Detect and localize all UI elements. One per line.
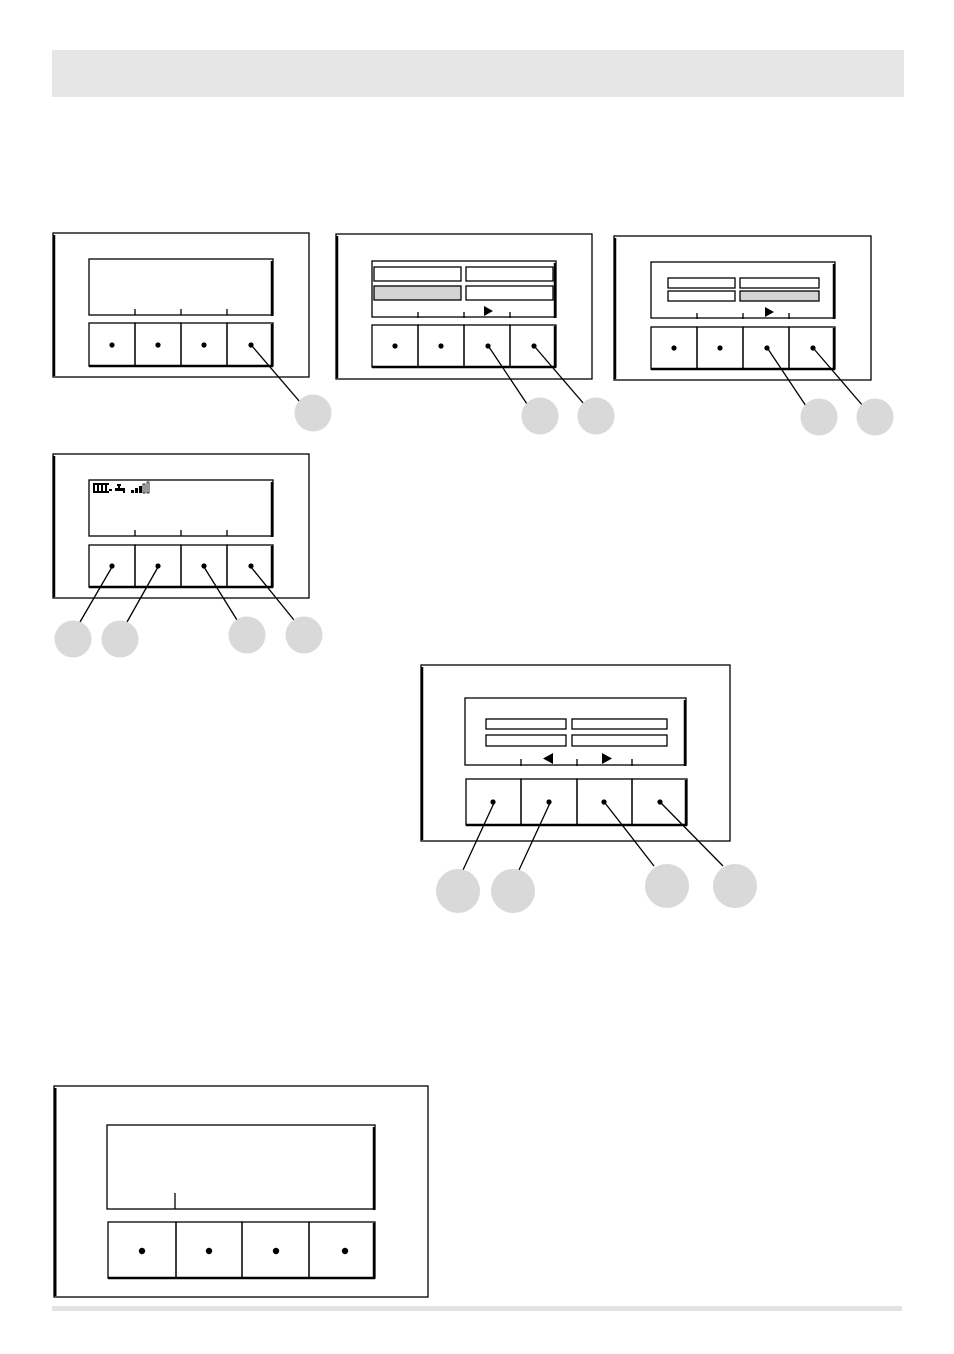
menu-field	[667, 290, 736, 302]
display-panel-fields-left-highlight	[335, 233, 615, 435]
display-panel-status-icons	[52, 453, 323, 658]
right-arrow-icon	[602, 753, 612, 764]
callout-marker	[491, 869, 535, 913]
menu-field	[485, 718, 567, 730]
lcd-screen	[650, 261, 836, 319]
header-bar	[52, 50, 904, 97]
menu-field	[571, 734, 668, 747]
display-panel-fields-right-highlight	[613, 235, 894, 436]
menu-field	[667, 277, 736, 289]
menu-field	[485, 734, 567, 747]
display-panel-fields-two-arrows	[420, 664, 757, 913]
right-arrow-icon	[765, 307, 774, 317]
callout-marker	[800, 398, 838, 436]
menu-field-highlighted	[739, 290, 820, 302]
right-arrow-icon	[484, 306, 493, 316]
callout-marker	[228, 616, 266, 654]
radiator-icon	[93, 483, 112, 493]
left-arrow-icon	[543, 753, 553, 764]
button-row	[88, 322, 274, 368]
menu-field	[739, 277, 820, 289]
tap-icon	[115, 484, 125, 493]
footer-rule	[52, 1306, 902, 1311]
callout-marker	[577, 397, 615, 435]
lcd-screen	[464, 697, 687, 766]
callout-marker	[856, 398, 894, 436]
menu-field	[571, 718, 668, 730]
callout-marker	[101, 620, 139, 658]
lcd-screen	[88, 258, 274, 316]
menu-field	[373, 266, 462, 282]
callout-marker	[645, 864, 689, 908]
menu-field	[465, 266, 554, 282]
menu-field-highlighted	[373, 285, 462, 301]
callout-marker	[436, 869, 480, 913]
display-panel-large-blank	[53, 1085, 429, 1298]
button-row	[465, 778, 688, 827]
menu-field	[465, 285, 554, 301]
button-row	[650, 326, 836, 371]
button-row	[371, 324, 557, 369]
button-row	[88, 544, 274, 589]
callout-marker	[294, 394, 332, 432]
signal-strength-icon	[131, 481, 150, 494]
callout-marker	[285, 616, 323, 654]
lcd-screen	[106, 1124, 376, 1210]
button-row	[107, 1221, 376, 1280]
display-panel-blank	[52, 232, 332, 432]
callout-marker	[713, 864, 757, 908]
callout-marker	[54, 620, 92, 658]
callout-marker	[521, 397, 559, 435]
